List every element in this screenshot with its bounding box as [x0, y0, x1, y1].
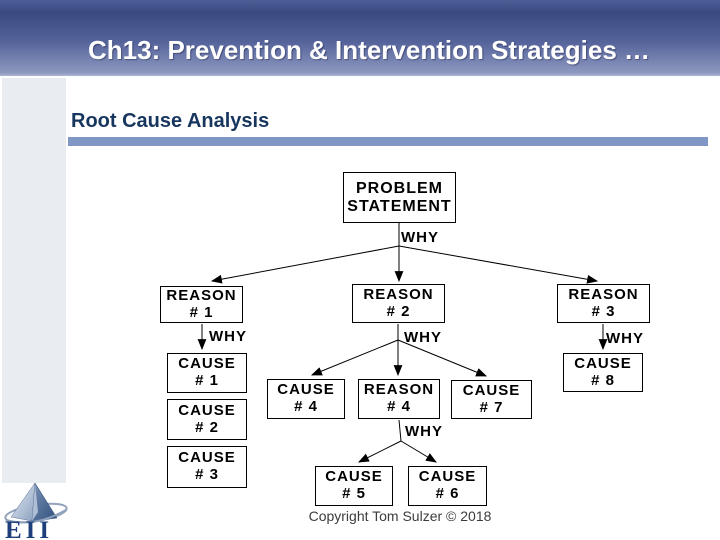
- node-label: CAUSE: [178, 449, 236, 467]
- node-cause-8: CAUSE # 8: [563, 353, 643, 392]
- node-label: # 3: [591, 302, 616, 320]
- node-label: REASON: [166, 286, 237, 304]
- node-label: CAUSE: [277, 381, 335, 399]
- why-label-reason1: WHY: [209, 328, 247, 345]
- node-label: # 5: [342, 485, 366, 502]
- logo-swoosh-front: [5, 509, 67, 524]
- node-label: # 4: [387, 398, 411, 415]
- node-cause-4: CAUSE # 4: [267, 379, 345, 419]
- node-label: REASON: [568, 285, 639, 303]
- node-cause-2: CAUSE # 2: [167, 399, 247, 440]
- why-label-problem: WHY: [401, 229, 439, 246]
- logo-pyramid-icon: [10, 482, 58, 522]
- why-label-reason4: WHY: [405, 423, 443, 440]
- slide-title: Ch13: Prevention & Intervention Strategi…: [88, 35, 651, 65]
- sidebar-strip: [2, 78, 66, 483]
- node-label: PROBLEM: [356, 179, 443, 197]
- node-cause-7: CAUSE # 7: [451, 380, 532, 419]
- heading-underline: [68, 137, 708, 146]
- node-reason-4: REASON # 4: [358, 379, 440, 419]
- node-label: # 6: [435, 485, 460, 502]
- logo-text: EII: [5, 517, 53, 540]
- node-label: # 2: [195, 418, 219, 436]
- node-cause-1: CAUSE # 1: [167, 353, 247, 393]
- node-cause-5: CAUSE # 5: [315, 466, 393, 506]
- node-label: # 3: [195, 466, 219, 483]
- node-label: REASON: [363, 381, 435, 399]
- node-label: # 7: [479, 398, 504, 416]
- node-reason-1: REASON # 1: [160, 286, 243, 323]
- node-label: CAUSE: [178, 355, 236, 373]
- node-reason-3: REASON # 3: [557, 284, 650, 323]
- node-label: CAUSE: [418, 468, 477, 486]
- node-label: # 1: [189, 303, 214, 321]
- why-label-reason2: WHY: [404, 329, 442, 346]
- section-heading: Root Cause Analysis: [71, 110, 270, 132]
- node-label: CAUSE: [462, 381, 521, 399]
- node-label: REASON: [363, 285, 434, 303]
- node-cause-3: CAUSE # 3: [167, 446, 247, 488]
- node-label: CAUSE: [178, 401, 236, 419]
- why-label-reason3: WHY: [606, 330, 644, 347]
- node-label: STATEMENT: [347, 197, 452, 215]
- node-label: # 1: [195, 372, 219, 389]
- node-label: CAUSE: [574, 354, 632, 372]
- node-label: CAUSE: [325, 468, 383, 486]
- node-problem-statement: PROBLEM STATEMENT: [343, 172, 456, 223]
- node-label: # 2: [386, 302, 411, 320]
- node-reason-2: REASON # 2: [352, 284, 445, 323]
- copyright-text: Copyright Tom Sulzer © 2018: [308, 508, 492, 524]
- slide-header: Ch13: Prevention & Intervention Strategi…: [0, 0, 720, 76]
- node-label: # 8: [591, 371, 615, 389]
- node-cause-6: CAUSE # 6: [408, 466, 487, 506]
- node-label: # 4: [294, 398, 318, 415]
- eii-logo: EII: [4, 482, 68, 540]
